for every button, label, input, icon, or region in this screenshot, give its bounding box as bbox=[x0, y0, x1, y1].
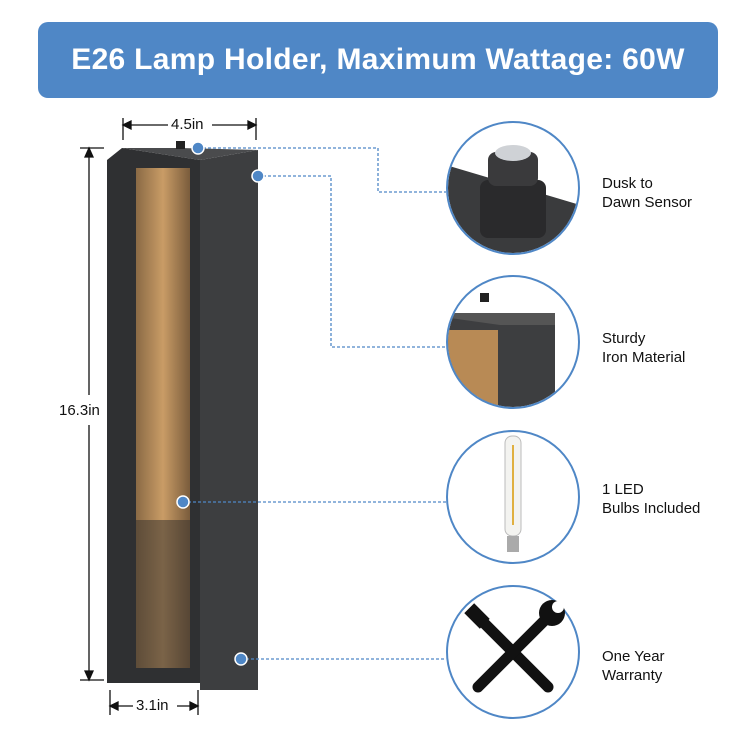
iron-corner-closeup-icon bbox=[448, 277, 578, 407]
led-bulb-icon bbox=[504, 435, 522, 552]
feature-sensor: Dusk to Dawn Sensor bbox=[602, 174, 692, 212]
wall-lamp bbox=[107, 141, 258, 690]
sensor-closeup-icon bbox=[448, 123, 578, 253]
feature-line: Iron Material bbox=[602, 349, 686, 366]
feature-line: Dawn Sensor bbox=[602, 194, 693, 211]
width-top-label: 4.5in bbox=[169, 116, 206, 133]
width-bottom-label: 3.1in bbox=[134, 697, 171, 714]
height-label: 16.3in bbox=[57, 402, 102, 419]
dimension-lines bbox=[80, 118, 258, 715]
feature-line: Warranty bbox=[602, 667, 663, 684]
feature-line: 1 LED bbox=[602, 481, 644, 498]
leader-dots bbox=[176, 141, 265, 666]
feature-line: One Year bbox=[602, 648, 665, 665]
feature-bulb: 1 LED Bulbs Included bbox=[602, 480, 700, 518]
feature-line: Bulbs Included bbox=[602, 500, 701, 517]
wrench-screwdriver-icon bbox=[464, 600, 565, 693]
feature-line: Sturdy bbox=[602, 330, 646, 347]
title-banner: E26 Lamp Holder, Maximum Wattage: 60W bbox=[38, 22, 718, 98]
feature-line: Dusk to bbox=[602, 175, 653, 192]
leader-lines bbox=[183, 147, 446, 660]
